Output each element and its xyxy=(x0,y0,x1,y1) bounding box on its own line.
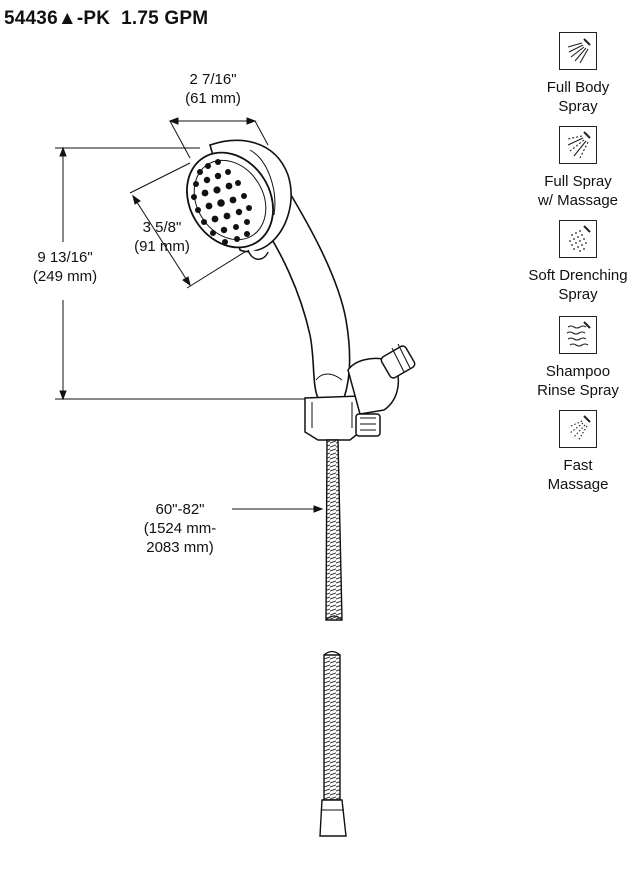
width-dimension-line xyxy=(168,117,269,159)
spray-mode-line1: Full Body xyxy=(546,79,610,96)
spray-mode-line1: Shampoo xyxy=(545,363,611,380)
hose-dimension-leader xyxy=(232,505,324,513)
spray-mode-line2: Rinse Spray xyxy=(537,382,619,399)
width-imperial: 2 7/16" xyxy=(189,71,237,88)
soft-drenching-spray-icon xyxy=(559,220,597,258)
spray-mode-label: Soft Drenching Spray xyxy=(518,266,632,304)
hose-upper xyxy=(325,439,343,621)
spray-mode-full-massage: Full Spray w/ Massage xyxy=(518,126,632,210)
width-dimension-label: 2 7/16" (61 mm) xyxy=(173,70,253,108)
spray-mode-shampoo-rinse: Shampoo Rinse Spray xyxy=(518,316,632,400)
spray-mode-line1: Fast xyxy=(563,457,593,474)
height-imperial: 9 13/16" xyxy=(37,249,93,266)
hose-imperial: 60"-82" xyxy=(155,501,205,518)
spray-mode-label: Full Spray w/ Massage xyxy=(518,172,632,210)
full-spray-massage-icon xyxy=(559,126,597,164)
spray-mode-full-body: Full Body Spray xyxy=(518,32,632,116)
showerhead xyxy=(186,139,292,260)
model-suffix: -PK xyxy=(76,8,111,29)
flow-rate: 1.75 GPM xyxy=(121,8,209,29)
width-metric: (61 mm) xyxy=(185,90,241,107)
spray-mode-line2: w/ Massage xyxy=(537,192,619,209)
model-number: 54436 xyxy=(4,8,58,29)
triangle-symbol: ▲ xyxy=(57,8,77,29)
spray-mode-label: Full Body Spray xyxy=(518,78,632,116)
face-metric: (91 mm) xyxy=(134,238,190,255)
face-dimension-line xyxy=(129,162,249,289)
face-dimension-label: 3 5/8" (91 mm) xyxy=(122,218,202,256)
spray-mode-line1: Soft Drenching xyxy=(528,267,628,284)
model-title: 54436▲-PK 1.75 GPM xyxy=(4,8,208,30)
spray-mode-line2: Spray xyxy=(558,286,598,303)
fast-massage-icon xyxy=(559,410,597,448)
hose-lower xyxy=(319,650,347,837)
shampoo-rinse-spray-icon xyxy=(559,316,597,354)
spray-mode-label: Fast Massage xyxy=(518,456,632,494)
spray-mode-line2: Massage xyxy=(547,476,609,493)
spray-mode-soft-drenching: Soft Drenching Spray xyxy=(518,220,632,304)
spray-mode-line1: Full Spray xyxy=(544,173,612,190)
face-imperial: 3 5/8" xyxy=(142,219,182,236)
height-dimension-label: 9 13/16" (249 mm) xyxy=(20,248,110,286)
full-body-spray-icon xyxy=(559,32,597,70)
hose-metric-line1: (1524 mm- xyxy=(143,520,217,537)
spray-mode-line2: Spray xyxy=(558,98,598,115)
wall-bracket xyxy=(304,343,416,441)
height-dimension-line xyxy=(55,146,308,401)
height-metric: (249 mm) xyxy=(32,268,98,285)
hose-metric-line2: 2083 mm) xyxy=(146,539,214,556)
hose-dimension-label: 60"-82" (1524 mm- 2083 mm) xyxy=(130,500,230,557)
spray-mode-fast-massage: Fast Massage xyxy=(518,410,632,494)
spray-mode-label: Shampoo Rinse Spray xyxy=(518,362,632,400)
